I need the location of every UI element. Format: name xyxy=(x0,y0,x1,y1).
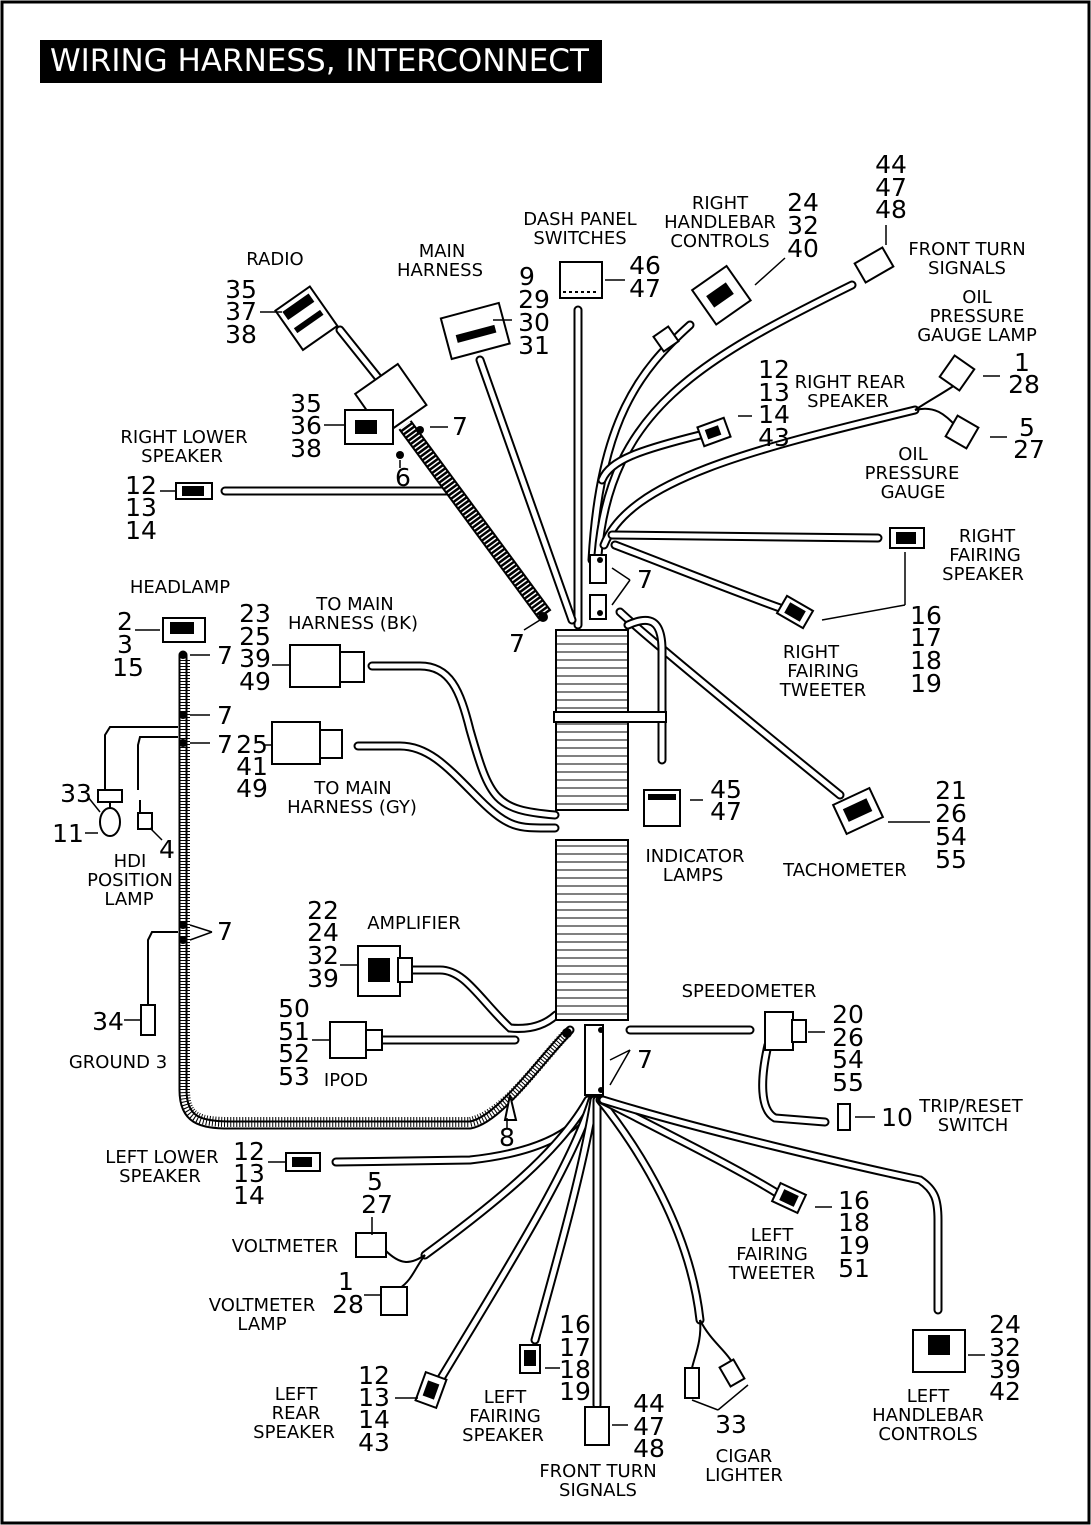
callouts-cigar-lighter: 33 xyxy=(715,1410,747,1439)
label-amplifier: AMPLIFIER xyxy=(367,913,461,934)
title-bar xyxy=(40,40,602,83)
callout-7-headlamp-1: 7 xyxy=(217,641,233,670)
callout-7-conduit-clip: 7 xyxy=(509,629,525,658)
callout-6: 6 xyxy=(395,463,411,492)
callout-7-radio: 7 xyxy=(452,412,468,441)
callout-7-lower-trunk: 7 xyxy=(637,1045,653,1074)
callout-33-hdi: 33 xyxy=(60,779,92,808)
callouts-ground-3: 34 xyxy=(92,1007,124,1036)
label-ground-3: GROUND 3 xyxy=(69,1052,167,1073)
conduit xyxy=(180,420,572,1127)
main-sheath xyxy=(553,554,667,1096)
label-radio: RADIO xyxy=(246,249,303,270)
label-speedometer: SPEEDOMETER xyxy=(682,981,817,1002)
connectors xyxy=(97,246,980,1446)
callout-11: 11 xyxy=(52,819,84,848)
callout-7-upper-trunk: 7 xyxy=(637,565,653,594)
leader-lines xyxy=(85,225,1007,1426)
callout-7-ground: 7 xyxy=(217,917,233,946)
callouts-trip-reset-switch: 10 xyxy=(881,1103,913,1132)
wires xyxy=(104,280,956,1410)
callout-4: 4 xyxy=(159,835,175,864)
callout-7-headlamp-3: 7 xyxy=(217,730,233,759)
callout-8: 8 xyxy=(499,1123,515,1152)
label-ipod: IPOD xyxy=(324,1070,368,1091)
page-title: WIRING HARNESS, INTERCONNECT xyxy=(50,43,590,79)
label-headlamp: HEADLAMP xyxy=(130,577,230,598)
label-voltmeter: VOLTMETER xyxy=(232,1236,339,1257)
label-tachometer: TACHOMETER xyxy=(782,860,907,881)
callout-7-headlamp-2: 7 xyxy=(217,701,233,730)
